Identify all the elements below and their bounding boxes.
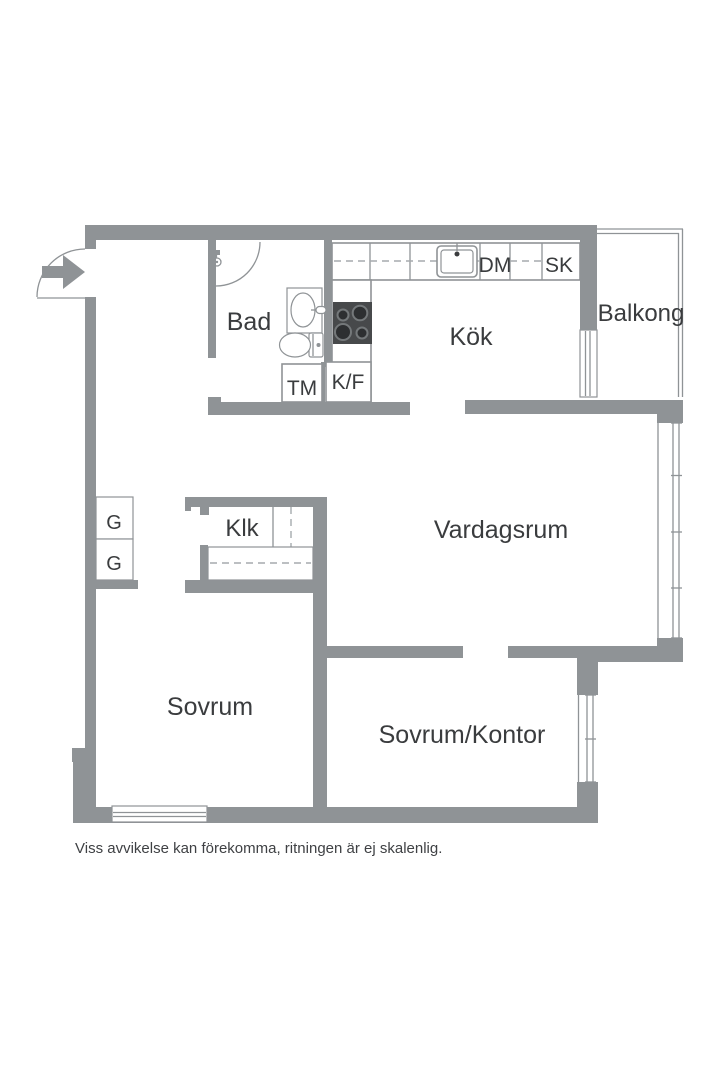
washing-machine: TM (281, 363, 323, 403)
wall-bath-left (208, 240, 216, 358)
closet-label: Klk (225, 515, 259, 542)
washing-machine-label: TM (287, 377, 317, 400)
entrance-door-arc (36, 248, 86, 298)
fridge-freezer: K/F (325, 361, 372, 403)
balcony: Balkong (597, 228, 685, 397)
living-room-label: Vardagsrum (434, 516, 568, 544)
bathroom-sink (286, 287, 327, 334)
entrance-arrow-icon (42, 255, 85, 289)
balcony-door (579, 329, 598, 398)
wall-bath-bottom (208, 402, 410, 415)
wall-window-top-block (657, 414, 683, 423)
hall-wardrobes: G G (95, 496, 134, 581)
walls (72, 225, 683, 823)
wall-bedroom-office (326, 646, 463, 658)
fridge-freezer-label: K/F (332, 371, 365, 394)
bathroom-label: Bad (227, 308, 271, 336)
wall-closet-bottom (185, 580, 327, 593)
balcony-label: Balkong (598, 300, 685, 327)
wardrobe-label: G (106, 512, 122, 534)
wall-closet-lip (185, 497, 191, 511)
entrance (36, 248, 86, 299)
bedroom-label: Sovrum (167, 693, 253, 721)
wall-bath-bottom-lip (208, 397, 221, 402)
wall-kitchen-right (580, 240, 597, 330)
wardrobe-box (95, 538, 134, 581)
wall-living-office-mid (508, 646, 577, 658)
bedroom-window (111, 805, 208, 823)
wall-closet-top (185, 497, 313, 507)
wall-left-notch (72, 748, 96, 762)
wall-living-office-right (577, 646, 683, 662)
wall-window-bottom-block (657, 638, 683, 648)
bedroom-office-window (577, 694, 596, 783)
wall-office-right-upper (577, 662, 598, 695)
shower-icon (212, 250, 222, 267)
wall-closet-hinge-stub (200, 507, 209, 515)
wall-tm-kf-stub (321, 362, 325, 402)
kitchen-sink-icon (436, 243, 478, 278)
stove-icon (333, 302, 372, 344)
living-room: Vardagsrum (434, 422, 682, 639)
kitchen: DM SK K/F Kök (325, 242, 598, 403)
wall-top (85, 225, 597, 240)
wall-room-divider (313, 497, 327, 823)
tall-cabinet-label: SK (545, 254, 573, 277)
wall-wardrobe-stub (92, 580, 138, 589)
wall-entry-corner (85, 240, 96, 249)
kitchen-label: Kök (449, 323, 493, 351)
toilet (278, 332, 324, 358)
wall-office-right-lower (577, 782, 598, 823)
wardrobe-label: G (106, 553, 122, 575)
wall-kitchen-living (465, 400, 683, 414)
wall-closet-left-stub (200, 545, 208, 580)
wall-left-upper (85, 297, 96, 748)
disclaimer-text: Viss avvikelse kan förekomma, ritningen … (75, 840, 442, 857)
dishwasher-label: DM (479, 254, 512, 277)
bedroom-office-label: Sovrum/Kontor (379, 721, 546, 749)
bedroom: Sovrum (111, 693, 253, 823)
living-room-window (657, 422, 682, 639)
bedroom-office: Sovrum/Kontor (379, 694, 596, 783)
wall-bath-kitchen (324, 240, 332, 367)
bathroom-door-arc (215, 241, 261, 287)
closet: Klk (207, 507, 314, 581)
bathroom: TM Bad (212, 241, 327, 403)
